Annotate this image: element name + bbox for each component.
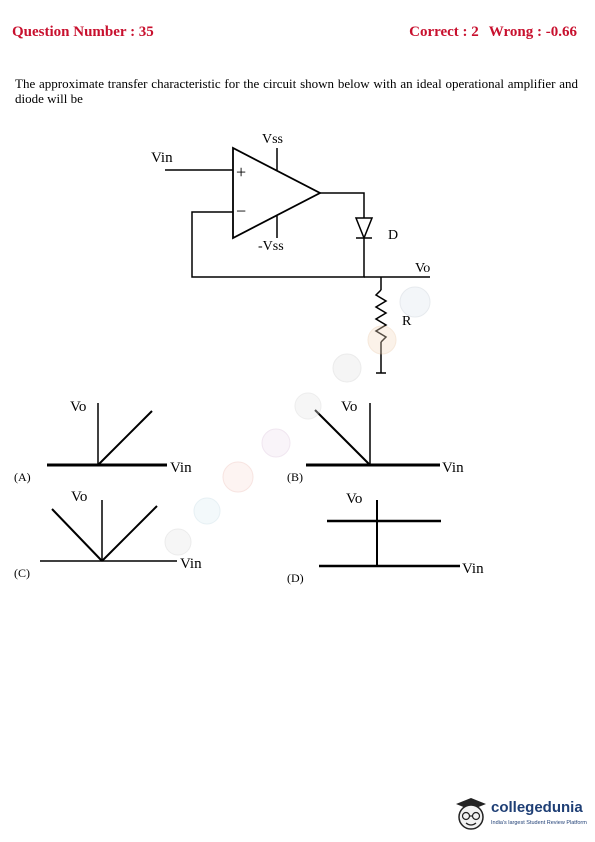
output-wire <box>320 192 365 218</box>
circuit-output-label: Vo <box>415 261 430 276</box>
option-b-letter: (B) <box>287 470 303 484</box>
circuit-diagram <box>165 146 430 374</box>
wrong-score: Wrong : -0.66 <box>488 24 577 40</box>
collegedunia-logo: collegedunia India's largest Student Rev… <box>453 795 588 835</box>
diode-label: D <box>388 228 398 243</box>
resistor-label: R <box>402 314 412 329</box>
question-text: The approximate transfer characteristic … <box>15 76 578 106</box>
opamp-symbol <box>232 146 322 240</box>
logo-name: collegedunia <box>491 799 583 816</box>
score-info: Correct : 2 Wrong : -0.66 <box>409 24 577 41</box>
option-c-x-label: Vin <box>180 556 202 572</box>
resistor-symbol <box>374 289 388 343</box>
feedback-wire <box>191 211 365 278</box>
option-d-x-label: Vin <box>462 561 484 577</box>
option-c-y-label: Vo <box>71 489 87 505</box>
option-a-x-label: Vin <box>170 460 192 476</box>
option-c-curve-left <box>51 508 103 562</box>
option-b-curve <box>314 409 371 466</box>
option-b-graph <box>306 403 440 467</box>
logo-tagline: India's largest Student Review Platform <box>491 820 587 826</box>
option-d-graph <box>319 500 460 568</box>
option-a-y-label: Vo <box>70 399 86 415</box>
neg-supply-label: -Vss <box>258 239 284 254</box>
option-c-letter: (C) <box>14 566 30 580</box>
question-number: Question Number : 35 <box>12 24 154 40</box>
option-c-curve-right <box>101 505 158 562</box>
circuit-input-label: Vin <box>151 150 173 166</box>
correct-score: Correct : 2 <box>409 24 479 40</box>
option-a-graph <box>47 403 167 467</box>
option-a-curve <box>97 410 153 466</box>
watermark-seals <box>164 286 431 556</box>
plus-input-sign: + <box>236 162 246 182</box>
option-b-y-label: Vo <box>341 399 357 415</box>
option-d-letter: (D) <box>287 571 304 585</box>
diode-symbol <box>354 217 374 241</box>
option-a-letter: (A) <box>14 470 31 484</box>
mascot-icon <box>456 798 486 830</box>
pos-supply-label: Vss <box>262 132 283 147</box>
option-b-x-label: Vin <box>442 460 464 476</box>
option-d-y-label: Vo <box>346 491 362 507</box>
minus-input-sign: − <box>236 201 246 221</box>
option-c-graph <box>40 500 177 562</box>
